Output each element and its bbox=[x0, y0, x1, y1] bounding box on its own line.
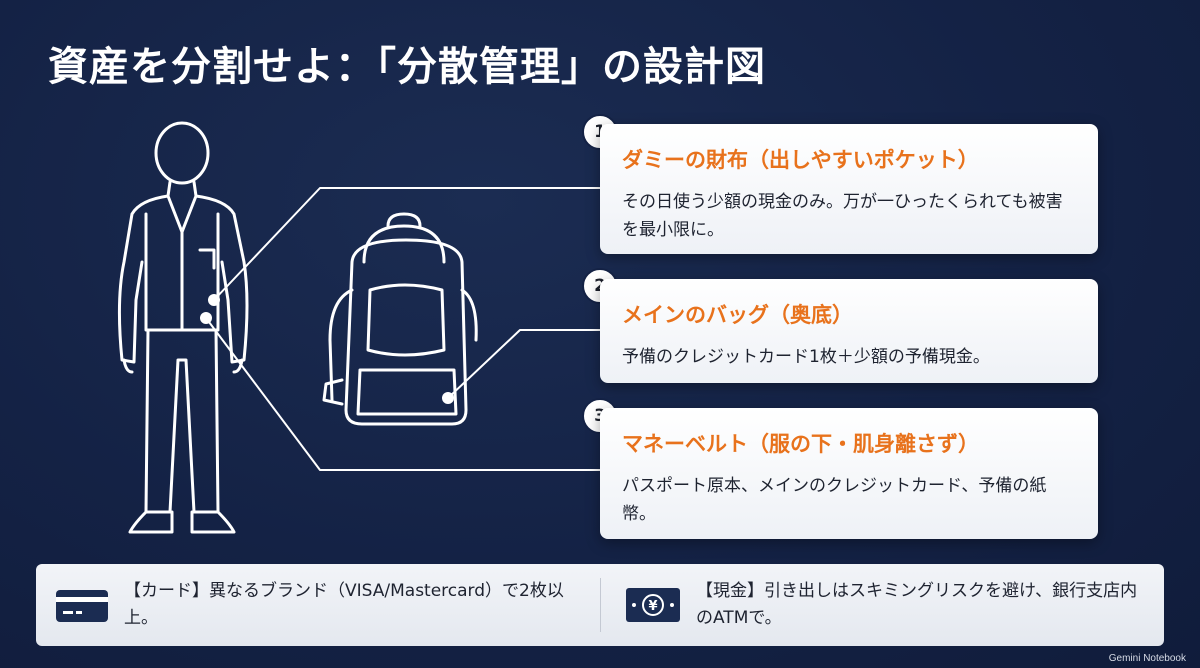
svg-text:¥: ¥ bbox=[648, 599, 657, 614]
step-title: ダミーの財布（出しやすいポケット） bbox=[622, 148, 979, 172]
step-card-money-belt: マネーベルト（服の下・肌身離さず） パスポート原本、メインのクレジットカード、予… bbox=[600, 408, 1098, 539]
tips-panel: 【カード】異なるブランド（VISA/Mastercard）で2枚以上。 ¥ 【現… bbox=[36, 564, 1164, 646]
yen-banknote-icon: ¥ bbox=[626, 588, 680, 622]
step-card-dummy-wallet: ダミーの財布（出しやすいポケット） その日使う少額の現金のみ。万が一ひったくられ… bbox=[600, 124, 1098, 254]
credit-card-icon bbox=[56, 590, 108, 622]
backpack-icon bbox=[322, 212, 478, 426]
step-text: その日使う少額の現金のみ。万が一ひったくられても被害を最小限に。 bbox=[622, 192, 1063, 240]
page-title: 資産を分割せよ：「分散管理」の設計図 bbox=[48, 44, 766, 90]
step-text: 予備のクレジットカード1枚＋少額の予備現金。 bbox=[622, 347, 990, 367]
cash-tip: 【現金】引き出しはスキミングリスクを避け、銀行支店内のATMで。 bbox=[696, 581, 1138, 628]
tips-divider bbox=[600, 578, 601, 632]
footer-logo: Gemini Notebook bbox=[1108, 653, 1186, 664]
step-text: パスポート原本、メインのクレジットカード、予備の紙幣。 bbox=[622, 476, 1047, 524]
step-title: マネーベルト（服の下・肌身離さず） bbox=[622, 432, 979, 456]
card-tip: 【カード】異なるブランド（VISA/Mastercard）で2枚以上。 bbox=[124, 581, 564, 628]
person-icon bbox=[117, 121, 249, 534]
step-card-main-bag: メインのバッグ（奥底） 予備のクレジットカード1枚＋少額の予備現金。 bbox=[600, 279, 1098, 383]
step-title: メインのバッグ（奥底） bbox=[622, 303, 853, 327]
